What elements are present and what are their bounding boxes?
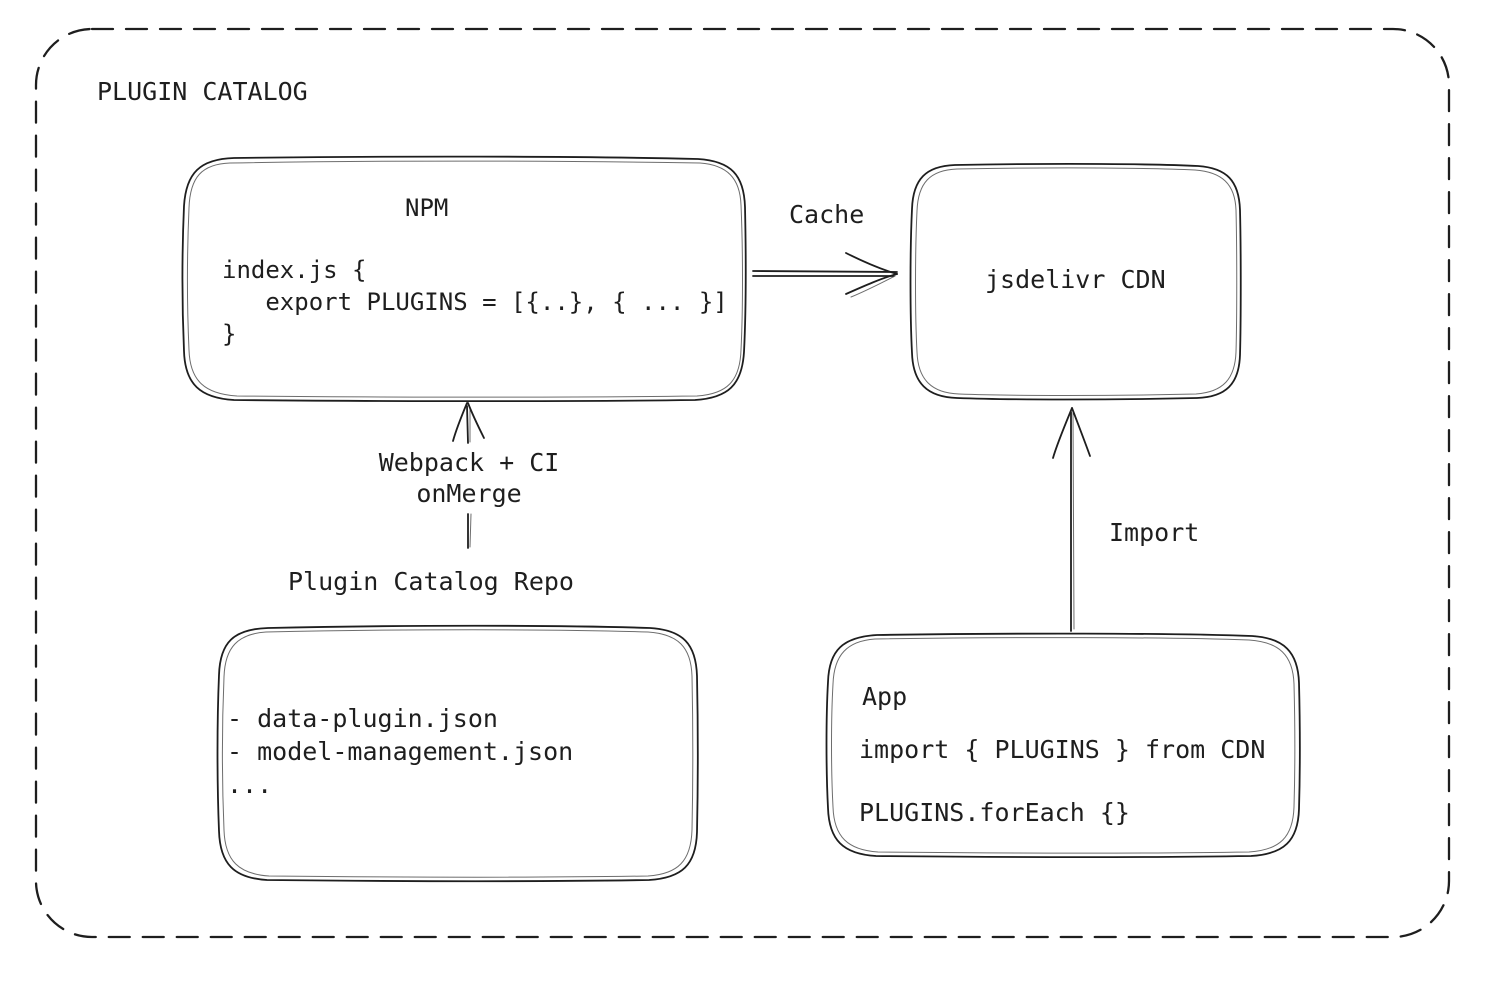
- app-box-foreach-line: PLUGINS.forEach {}: [859, 798, 1130, 827]
- build-arrow-label: Webpack + CI onMerge: [378, 448, 560, 508]
- cdn-box-outline: [909, 163, 1242, 401]
- diagram-title: PLUGIN CATALOG: [97, 77, 308, 106]
- build-arrow: [452, 402, 485, 444]
- repo-box-files: - data-plugin.json - model-management.js…: [227, 704, 574, 799]
- import-arrow: [1052, 407, 1091, 632]
- cache-arrow-label: Cache: [789, 200, 865, 229]
- app-box-outline: [825, 632, 1301, 859]
- cdn-box-title: jsdelivr CDN: [985, 265, 1166, 294]
- repo-box-outline: [216, 624, 699, 883]
- import-arrow-label: Import: [1109, 518, 1200, 547]
- npm-box-outline: [181, 155, 747, 403]
- app-box-title: App: [862, 682, 908, 711]
- repo-box-label: Plugin Catalog Repo: [288, 567, 574, 596]
- npm-box-code: index.js { export PLUGINS = [{..}, { ...…: [222, 256, 728, 348]
- app-box-import-line: import { PLUGINS } from CDN: [859, 735, 1266, 764]
- build-arrow-connector: [467, 513, 472, 549]
- npm-box-title: NPM: [405, 194, 449, 222]
- cache-arrow: [752, 252, 898, 298]
- catalog-boundary: [34, 27, 1451, 939]
